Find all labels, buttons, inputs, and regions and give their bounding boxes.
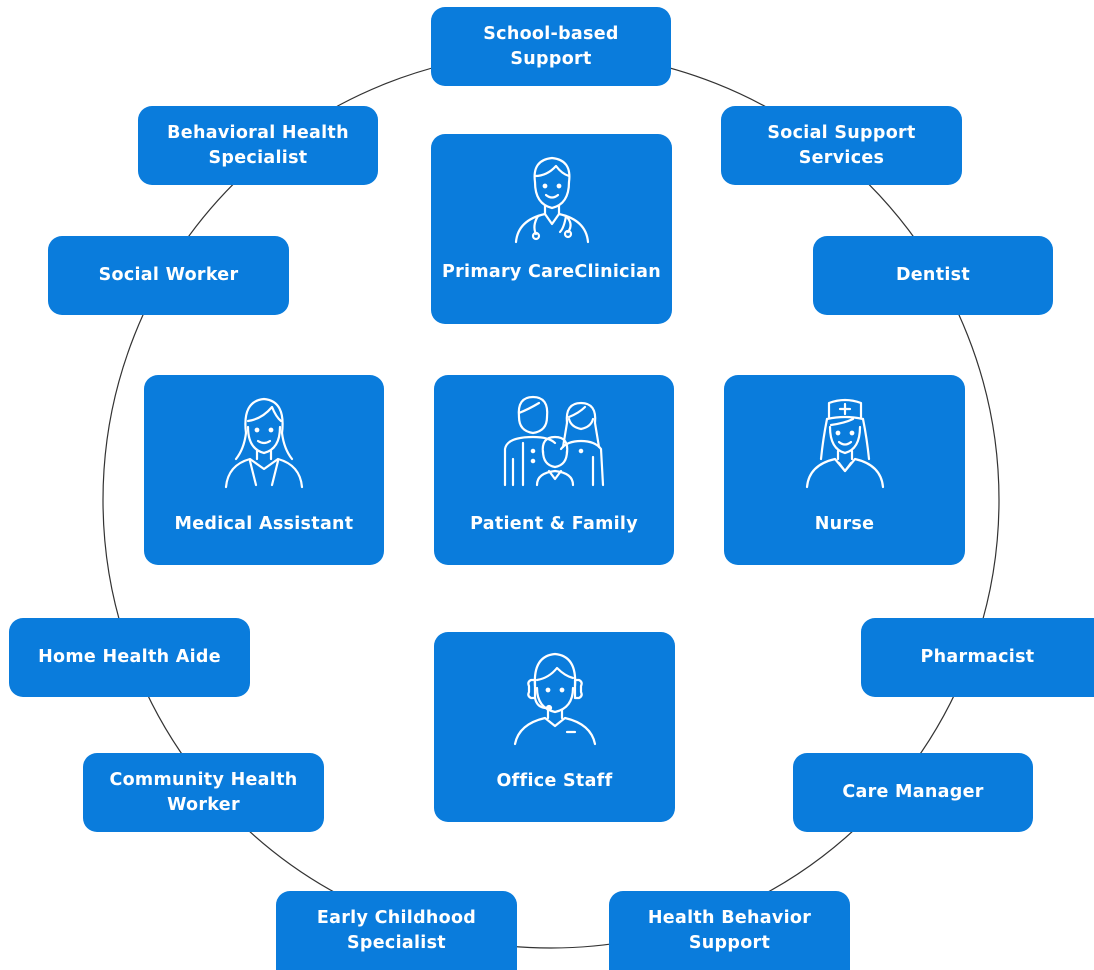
card-patient-family: Patient & Family (434, 375, 674, 565)
role-social-worker: Social Worker (48, 236, 289, 315)
role-home-health-aide: Home Health Aide (9, 618, 250, 697)
card-label: Office Staff (496, 771, 613, 791)
card-label: Patient & Family (470, 514, 638, 534)
card-label: Medical Assistant (174, 514, 354, 534)
card-medical-assistant: Medical Assistant (144, 375, 384, 565)
card-primary-care-clinician: Primary CareClinician (431, 134, 672, 324)
woman-icon (224, 397, 304, 489)
card-office-staff: Office Staff (434, 632, 675, 822)
role-dentist: Dentist (813, 236, 1053, 315)
card-label: Primary CareClinician (441, 262, 662, 282)
family-icon (503, 395, 605, 487)
card-label: Nurse (814, 514, 875, 534)
doctor-stethoscope-icon (514, 156, 589, 244)
card-nurse: Nurse (724, 375, 965, 565)
headset-operator-icon (513, 652, 596, 746)
nurse-cap-icon (805, 398, 884, 489)
role-care-manager: Care Manager (793, 753, 1033, 832)
role-pharmacist: Pharmacist (861, 618, 1094, 697)
